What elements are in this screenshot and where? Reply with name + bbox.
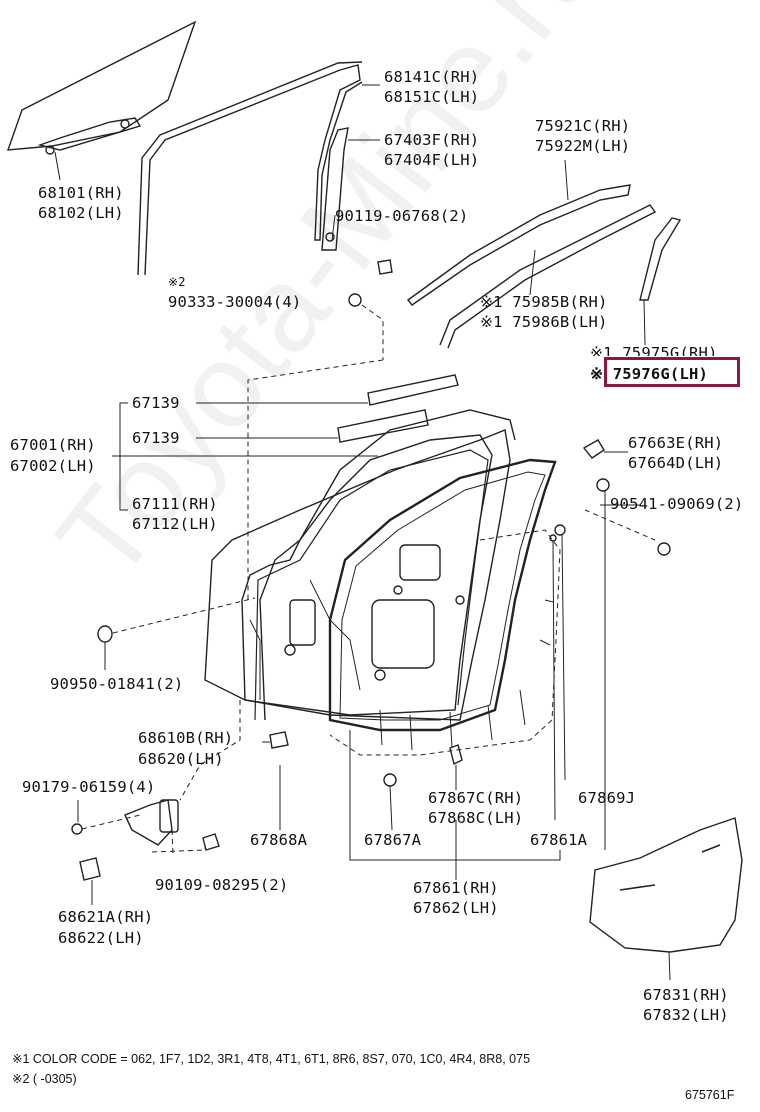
label-67831: 67831(RH) — [643, 986, 729, 1004]
label-90109: 90109-08295(2) — [155, 876, 289, 894]
clip-dashed — [361, 304, 384, 360]
label-75975g: ※1 75975G(RH) — [590, 344, 718, 362]
pillar-garnish — [639, 217, 682, 301]
screw-90119-leader — [331, 214, 336, 241]
hinge-68621a — [79, 857, 101, 881]
door-frame-outline — [259, 409, 516, 721]
inner-hole — [371, 599, 435, 669]
bolt-90109 — [202, 833, 220, 851]
glass-bolt — [45, 145, 55, 155]
label-68102: 68102(LH) — [38, 204, 124, 222]
garnish-leader — [643, 299, 646, 346]
label-68622: 68622(LH) — [58, 929, 144, 947]
run-channel — [321, 127, 349, 251]
glass-bracket — [37, 117, 142, 151]
glass-leader — [54, 151, 61, 181]
label-90179: 90179-06159(4) — [22, 778, 156, 796]
belt-moulding — [406, 184, 631, 306]
label-68621a: 68621A(RH) — [58, 908, 154, 926]
label-67111: 67111(RH) — [132, 495, 218, 513]
cap-90950 — [97, 625, 113, 643]
label-67868c: 67868C(LH) — [428, 809, 524, 827]
label-75986b: ※1 75986B(LH) — [480, 313, 608, 331]
label-75922m: 75922M(LH) — [535, 137, 631, 155]
label-75985b: ※1 75985B(RH) — [480, 293, 608, 311]
label-67869j: 67869J — [578, 789, 636, 807]
label-67404f: 67404F(LH) — [384, 151, 480, 169]
label-68610b: 68610B(RH) — [138, 729, 234, 747]
label-67139-lower: 67139 — [132, 429, 180, 447]
label-75976g: ※ 75976G(LH) — [590, 365, 709, 383]
belt-leader — [564, 159, 569, 201]
highlight-box — [604, 357, 740, 387]
belt-strip-upper — [367, 374, 459, 406]
label-67139-upper: 67139 — [132, 394, 180, 412]
label-68620: 68620(LH) — [138, 750, 224, 768]
clip-67663e — [582, 439, 605, 459]
label-67861a: 67861A — [530, 831, 588, 849]
label-67832: 67832(LH) — [643, 1006, 729, 1024]
door-inner-panel — [241, 434, 493, 716]
clip-90333 — [348, 293, 362, 307]
screw-head — [377, 259, 393, 275]
label-67403f: 67403F(RH) — [384, 131, 480, 149]
diagram-code: 675761F — [685, 1088, 735, 1102]
door-opening — [254, 449, 489, 721]
label-68101: 68101(RH) — [38, 184, 124, 202]
label-68151c: 68151C(LH) — [384, 88, 480, 106]
inner-wiring — [309, 579, 361, 691]
inner-hole — [399, 544, 441, 581]
hinge-68610b — [269, 731, 289, 749]
label-67867a: 67867A — [364, 831, 422, 849]
belt-strip-lower — [337, 409, 429, 443]
cap-90541 — [657, 542, 671, 556]
label-67861: 67861(RH) — [413, 879, 499, 897]
service-hole-cover — [589, 817, 743, 953]
bolt-90179 — [71, 823, 83, 835]
label-mark2: ※2 — [168, 275, 186, 289]
label-90119: 90119-06768(2) — [335, 207, 469, 225]
label-67001: 67001(RH) — [10, 436, 96, 454]
belt-inner-leader — [529, 249, 536, 296]
glass-bolt — [120, 119, 130, 129]
label-67664d: 67664D(LH) — [628, 454, 724, 472]
frame-moulding — [144, 64, 363, 276]
inner-hole — [289, 599, 316, 646]
clip-dashed-2 — [247, 359, 384, 600]
door-glass — [6, 20, 197, 151]
label-75921c: 75921C(RH) — [535, 117, 631, 135]
clip-67867a — [383, 773, 397, 787]
label-67868a: 67868A — [250, 831, 308, 849]
belt-moulding-inner — [439, 204, 657, 349]
label-68141c: 68141C(RH) — [384, 68, 480, 86]
door-weatherstrip-inner — [339, 471, 546, 721]
label-90333: 90333-30004(4) — [168, 293, 302, 311]
label-67663e: 67663E(RH) — [628, 434, 724, 452]
door-weatherstrip — [328, 458, 557, 732]
label-90541: 90541-09069(2) — [610, 495, 744, 513]
body-opening-dashed — [329, 529, 561, 756]
label-67867c: 67867C(RH) — [428, 789, 524, 807]
frame-moulding-inner — [137, 61, 363, 276]
note-color-code: ※1 COLOR CODE = 062, 1F7, 1D2, 3R1, 4T8,… — [12, 1052, 531, 1066]
door-outer-panel — [204, 429, 511, 721]
note-production-date: ※2 ( -0305) — [12, 1072, 77, 1086]
label-67002: 67002(LH) — [10, 457, 96, 475]
hinge-body — [159, 799, 179, 833]
clip-67867c — [449, 744, 463, 766]
screw-90119 — [325, 232, 335, 242]
label-90950: 90950-01841(2) — [50, 675, 184, 693]
label-67862: 67862(LH) — [413, 899, 499, 917]
label-67112: 67112(LH) — [132, 515, 218, 533]
clip-90541 — [596, 478, 610, 492]
